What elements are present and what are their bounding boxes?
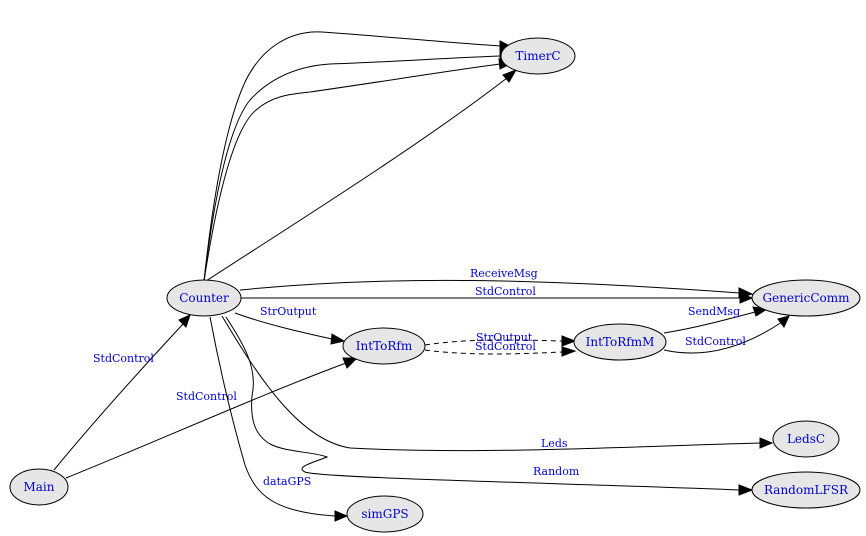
- edge-counter-randomlfsr-random: [225, 316, 754, 496]
- edge-label-main-inttorfm-stdcontrol: StdControl: [176, 390, 237, 403]
- edge-main-inttorfm-stdcontrol: [65, 357, 359, 479]
- edge-label-random: Random: [533, 465, 580, 478]
- node-inttorfmm[interactable]: IntToRfmM: [573, 323, 667, 361]
- edge-inttorfm-inttorfmm-stdcontrol: [424, 346, 577, 357]
- edge-inttorfm-inttorfmm-stroutput: [424, 335, 577, 347]
- svg-text:simGPS: simGPS: [361, 507, 408, 521]
- svg-text:Counter: Counter: [179, 291, 229, 305]
- edge-label-main-counter-stdcontrol: StdControl: [93, 352, 154, 365]
- edge-label-counter-inttorfm-stroutput: StrOutput: [260, 305, 317, 318]
- edge-label-counter-genericcomm-stdcontrol: StdControl: [475, 285, 536, 298]
- edge-counter-inttorfm-stroutput: [234, 312, 346, 345]
- svg-text:TimerC: TimerC: [515, 49, 560, 63]
- edge-counter-timerc-4: [205, 69, 518, 282]
- edge-label-leds: Leds: [541, 437, 568, 450]
- edge-label-receivemsg: ReceiveMsg: [470, 267, 538, 280]
- svg-text:Main: Main: [23, 480, 54, 494]
- edge-main-counter-stdcontrol: [53, 314, 191, 471]
- edge-counter-timerc-2: [203, 50, 514, 282]
- edge-counter-ledsc-leds: [221, 315, 774, 452]
- edge-label-datagps: dataGPS: [263, 475, 311, 488]
- edge-label-inttorfmm-genericcomm-stdcontrol: StdControl: [685, 335, 746, 348]
- svg-text:IntToRfmM: IntToRfmM: [586, 335, 655, 349]
- svg-text:RandomLFSR: RandomLFSR: [764, 483, 849, 497]
- node-counter[interactable]: Counter: [166, 279, 242, 317]
- edge-label-inttorfm-inttorfmm-stroutput: StrOutput: [476, 331, 533, 344]
- edge-label-inttorfm-inttorfmm-stdcontrol: StdControl: [475, 340, 536, 353]
- svg-text:GenericComm: GenericComm: [763, 291, 851, 305]
- node-timerc[interactable]: TimerC: [500, 37, 576, 75]
- node-genericcomm[interactable]: GenericComm: [751, 279, 861, 317]
- edge-inttorfmm-genericcomm-stdcontrol: [663, 315, 790, 354]
- node-randomlfsr[interactable]: RandomLFSR: [751, 471, 861, 509]
- edge-counter-genericcomm-stdcontrol: [241, 292, 754, 304]
- edge-counter-simgps-datagps: [209, 316, 349, 522]
- edge-counter-timerc-3: [203, 58, 514, 282]
- node-main[interactable]: Main: [9, 468, 69, 506]
- svg-text:IntToRfm: IntToRfm: [356, 339, 413, 353]
- node-ledsc[interactable]: LedsC: [772, 420, 840, 458]
- node-simgps[interactable]: simGPS: [346, 495, 424, 533]
- svg-text:LedsC: LedsC: [787, 432, 825, 446]
- node-inttorfm[interactable]: IntToRfm: [342, 327, 426, 365]
- edge-label-sendmsg: SendMsg: [688, 305, 740, 318]
